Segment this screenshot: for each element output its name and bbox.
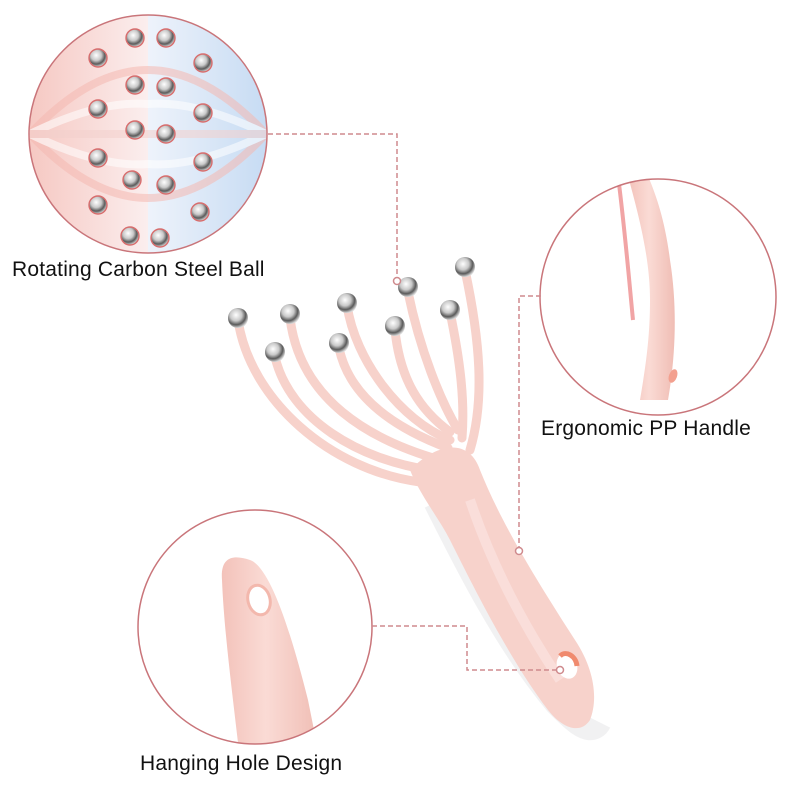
- steel-ball-tips: [228, 257, 475, 362]
- connector-lines: [268, 133, 557, 671]
- feature-label-handle: Ergonomic PP Handle: [541, 417, 752, 440]
- steel-ball-icons: [88, 28, 213, 248]
- connector-endpoints: [392, 276, 565, 675]
- connector-balls: [268, 133, 398, 278]
- hole-detail-circle: [137, 509, 373, 745]
- feature-label-hole: Hanging Hole Design: [140, 752, 343, 775]
- scalp-massager-product: [228, 257, 611, 740]
- handle-detail-circle: [539, 178, 777, 416]
- balls-detail-circle: [28, 14, 268, 254]
- connector-hole: [372, 625, 557, 671]
- connector-handle: [518, 295, 541, 548]
- feature-label-balls: Rotating Carbon Steel Ball: [12, 258, 265, 281]
